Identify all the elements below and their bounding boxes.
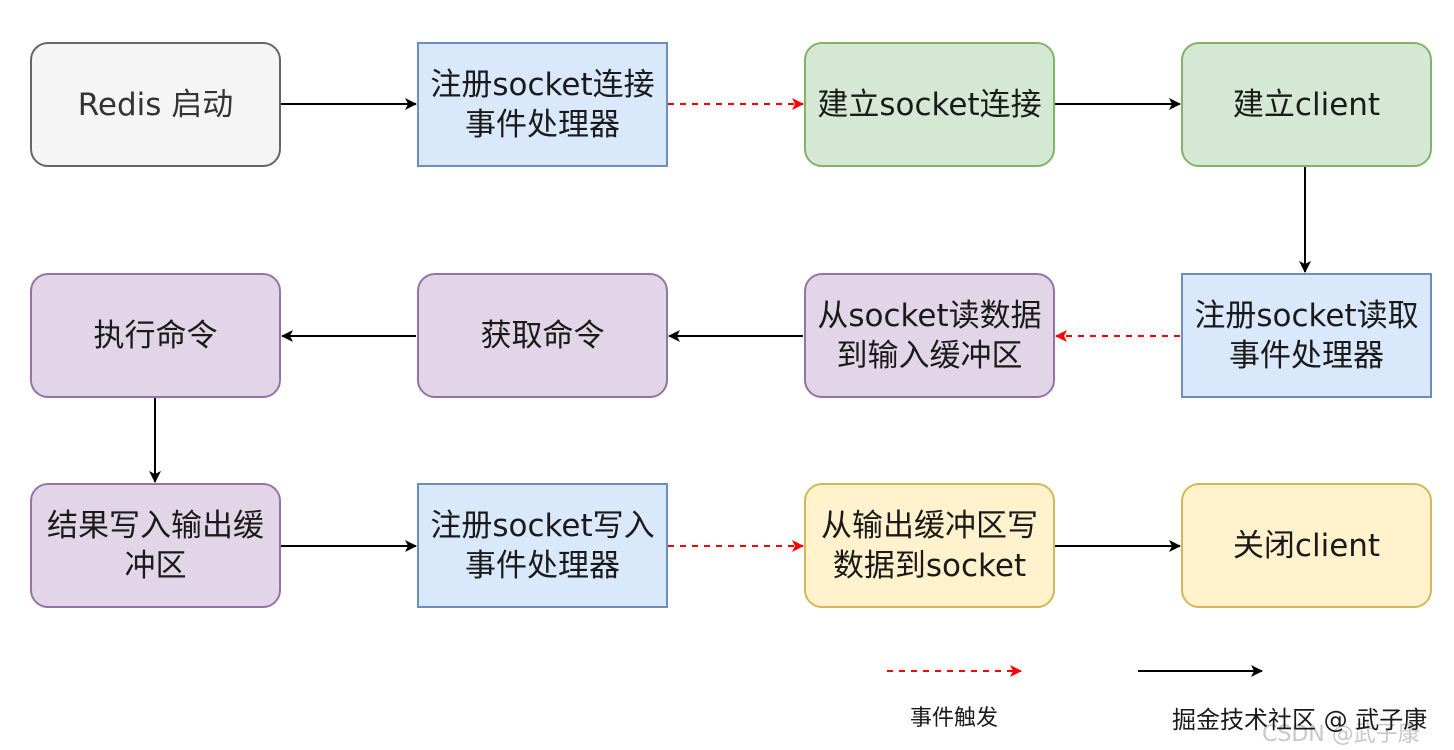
watermark: 掘金技术社区 @ 武子康 xyxy=(1172,706,1428,734)
node-read-to-input-buffer: 从socket读数据 到输入缓冲区 xyxy=(804,273,1055,398)
node-execute-command: 执行命令 xyxy=(30,273,281,398)
node-write-result-output-buffer: 结果写入输出缓 冲区 xyxy=(30,483,281,608)
legend-event-trigger-label: 事件触发 xyxy=(910,706,999,731)
node-redis-start: Redis 启动 xyxy=(30,42,281,167)
node-register-write-handler: 注册socket写入 事件处理器 xyxy=(417,483,668,608)
node-close-client: 关闭client xyxy=(1181,483,1432,608)
node-establish-client: 建立client xyxy=(1181,42,1432,167)
node-establish-socket: 建立socket连接 xyxy=(804,42,1055,167)
node-register-connect-handler: 注册socket连接 事件处理器 xyxy=(417,42,668,167)
node-register-read-handler: 注册socket读取 事件处理器 xyxy=(1181,273,1432,398)
node-get-command: 获取命令 xyxy=(417,273,668,398)
node-write-output-to-socket: 从输出缓冲区写 数据到socket xyxy=(804,483,1055,608)
watermark-ghost: CSDN @武子康 xyxy=(1262,722,1420,747)
